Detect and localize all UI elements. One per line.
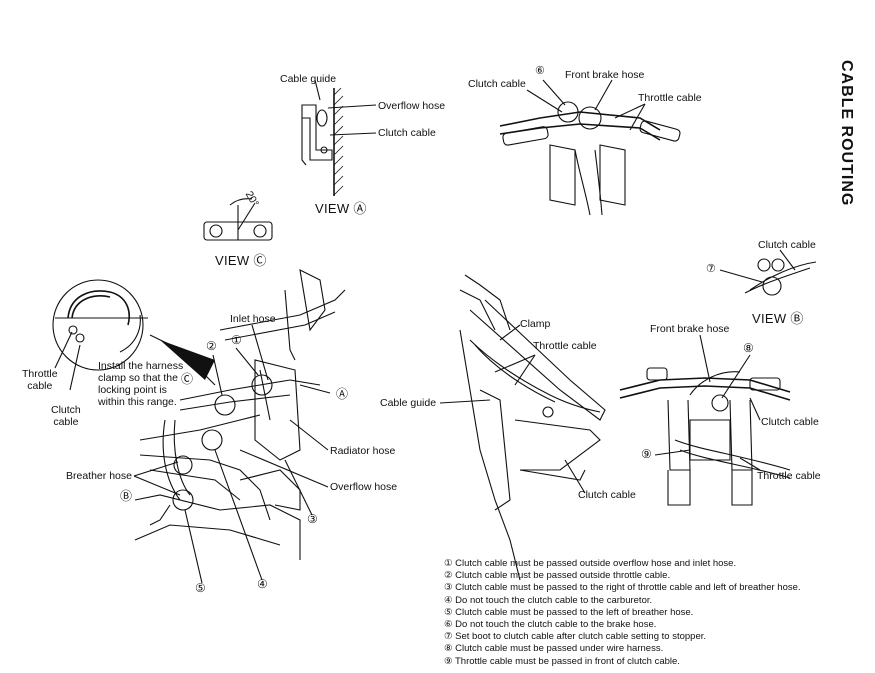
left-main-illustration bbox=[52, 269, 346, 584]
middle-throttle-cable-label: Throttle cable bbox=[533, 340, 597, 352]
marker-1: ① bbox=[231, 333, 242, 347]
marker-9: ⑨ bbox=[641, 447, 652, 461]
marker-4: ④ bbox=[257, 577, 268, 591]
note-3: ③ Clutch cable must be passed to the rig… bbox=[444, 582, 801, 594]
marker-a: Ⓐ bbox=[336, 387, 349, 401]
marker-8: ⑧ bbox=[743, 341, 754, 355]
view-b-clutch-cable-label: Clutch cable bbox=[758, 239, 816, 251]
view-b-illustration bbox=[719, 249, 817, 296]
routing-notes: ① Clutch cable must be passed outside ov… bbox=[444, 558, 801, 668]
top-clutch-cable-label: Clutch cable bbox=[468, 78, 526, 90]
left-clutch-cable-label: Clutch cable bbox=[51, 404, 81, 428]
view-a-clutch-cable-label: Clutch cable bbox=[378, 127, 436, 139]
marker-c: Ⓒ bbox=[181, 372, 194, 386]
marker-b: Ⓑ bbox=[120, 489, 133, 503]
marker-6: ⑥ bbox=[535, 65, 545, 77]
top-throttle-cable-label: Throttle cable bbox=[638, 92, 702, 104]
middle-cable-guide-label: Cable guide bbox=[380, 397, 437, 409]
view-a-illustration bbox=[301, 79, 377, 196]
front-clutch-cable-label: Clutch cable bbox=[761, 416, 819, 428]
view-c-illustration bbox=[203, 198, 273, 241]
page-title: CABLE ROUTING bbox=[838, 60, 855, 207]
middle-clutch-cable-label: Clutch cable bbox=[578, 489, 636, 501]
left-overflow-hose-label: Overflow hose bbox=[330, 481, 398, 493]
note-7: ⑦ Set boot to clutch cable after clutch … bbox=[444, 631, 707, 643]
note-8: ⑧ Clutch cable must be passed under wire… bbox=[444, 643, 664, 655]
middle-frame-illustration bbox=[439, 274, 606, 581]
top-front-brake-hose-label: Front brake hose bbox=[565, 69, 645, 81]
marker-3: ③ bbox=[307, 512, 318, 526]
note-5: ⑤ Clutch cable must be passed to the lef… bbox=[444, 606, 694, 618]
note-1: ① Clutch cable must be passed outside ov… bbox=[444, 558, 737, 569]
clamp-label: Clamp bbox=[520, 318, 551, 330]
note-2: ② Clutch cable must be passed outside th… bbox=[444, 570, 671, 582]
view-a-cable-guide-label: Cable guide bbox=[280, 73, 337, 85]
marker-7: ⑦ bbox=[706, 263, 716, 275]
view-b-title: VIEW Ⓑ bbox=[752, 311, 804, 326]
marker-5: ⑤ bbox=[195, 581, 206, 595]
front-brake-hose-label: Front brake hose bbox=[650, 323, 730, 335]
note-6: ⑥ Do not touch the clutch cable to the b… bbox=[444, 619, 657, 631]
note-9: ⑨ Throttle cable must be passed in front… bbox=[444, 655, 680, 667]
breather-hose-label: Breather hose bbox=[66, 470, 132, 482]
view-a-overflow-hose-label: Overflow hose bbox=[378, 100, 446, 112]
view-c-title: VIEW Ⓒ bbox=[215, 253, 267, 268]
front-throttle-cable-label: Throttle cable bbox=[757, 470, 821, 482]
view-a-title: VIEW Ⓐ bbox=[315, 201, 367, 216]
left-throttle-cable-label: Throttle cable bbox=[22, 368, 58, 392]
front-view-illustration bbox=[619, 334, 791, 506]
handlebar-top-illustration bbox=[499, 79, 681, 216]
note-4: ④ Do not touch the clutch cable to the c… bbox=[444, 594, 653, 606]
harness-clamp-note: Install the harness clamp so that the lo… bbox=[98, 360, 184, 408]
inlet-hose-label: Inlet hose bbox=[230, 313, 276, 325]
marker-2: ② bbox=[206, 339, 217, 353]
radiator-hose-label: Radiator hose bbox=[330, 445, 396, 457]
